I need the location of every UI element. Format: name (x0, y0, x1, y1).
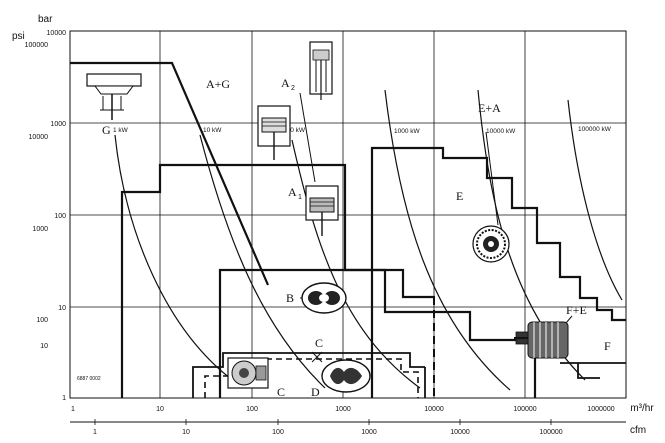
zone-label-a1: A (288, 185, 297, 199)
power-label-1000kw: 1000 kW (394, 128, 421, 135)
zone-label-a2-sub: 2 (291, 85, 295, 92)
xtick-bottom-1: 10 (182, 429, 190, 436)
figure-code: 6887 0002 (77, 376, 101, 382)
power-curve-10kw (199, 134, 326, 389)
reciprocating-cylinder-tall-icon (309, 41, 333, 100)
zone-label-a1-sub: 1 (298, 194, 302, 201)
envelope-liquid-ring-outer (192, 352, 425, 398)
ytick-psi-2: 1000 (32, 226, 48, 233)
screw-compressor-icon (321, 359, 371, 393)
zone-label-a-plus-g: A+G (206, 77, 230, 91)
roots-blower-icon (301, 282, 347, 314)
axial-compressor-icon (86, 73, 142, 120)
xtick-bottom-3: 1000 (361, 429, 377, 436)
ytick-bar-2: 100 (54, 213, 66, 220)
pointer-ea (485, 131, 499, 226)
ytick-bar-0: 10000 (47, 30, 67, 37)
power-curve-100000kw (567, 99, 623, 301)
xtick-bottom-5: 100000 (539, 429, 562, 436)
ytick-psi-3: 100 (36, 317, 48, 324)
zone-label-f-plus-e: F+E (566, 303, 587, 317)
envelope-centrifugal (370, 146, 626, 398)
xtick-top-0: 1 (71, 406, 75, 413)
liquid-ring-icon (227, 357, 269, 389)
horizontal-gridlines (70, 122, 626, 308)
y-unit-psi: psi (12, 31, 25, 42)
envelope-reciprocating-highpressure (70, 61, 270, 286)
cross-mark (311, 351, 323, 363)
power-curve-1kw (114, 134, 236, 383)
ytick-bar-3: 10 (58, 305, 66, 312)
pointer-a2 (299, 92, 316, 183)
xtick-bottom-4: 10000 (450, 429, 470, 436)
power-label-100kw: 100 kW (283, 127, 306, 134)
xtick-bottom-0: 1 (93, 429, 97, 436)
x-unit-cfm: cfm (630, 425, 646, 436)
ytick-bar-1: 1000 (50, 121, 66, 128)
power-label-10000kw: 10000 kW (486, 128, 516, 135)
zone-label-e-plus-a: E+A (478, 101, 501, 115)
zone-label-c-lower: C (277, 385, 285, 399)
zone-label-d: D (311, 385, 320, 399)
centrifugal-impeller-icon (472, 225, 510, 263)
iso-power-curves (114, 89, 623, 391)
power-label-100000kw: 100000 kW (578, 126, 612, 133)
power-label-1kw: 1 kW (113, 127, 129, 134)
xtick-top-3: 1000 (335, 406, 351, 413)
zone-label-c-upper: C (315, 336, 323, 350)
zone-label-g: G (102, 123, 111, 137)
x-unit-m3hr: m³/hr (630, 403, 654, 414)
xtick-top-1: 10 (156, 406, 164, 413)
zone-label-a2: A (281, 76, 290, 90)
xtick-top-6: 1000000 (587, 406, 614, 413)
xtick-top-2: 100 (246, 406, 258, 413)
reciprocating-cylinder-icon (257, 105, 291, 160)
envelope-axial-step (577, 363, 600, 379)
xtick-bottom-2: 100 (272, 429, 284, 436)
power-curve-100kw (291, 139, 421, 389)
ytick-psi-0: 100000 (25, 42, 48, 49)
xtick-top-4: 10000 (424, 406, 444, 413)
piston-cylinder-icon (305, 185, 339, 236)
xtick-top-5: 100000 (513, 406, 536, 413)
y-unit-bar: bar (38, 14, 53, 25)
ytick-psi-4: 10 (40, 343, 48, 350)
zone-label-f: F (604, 339, 611, 353)
multistage-centrifugal-icon (514, 321, 569, 359)
axis-cfm-ticks (94, 419, 552, 425)
power-label-10kw: 10 kW (203, 127, 222, 134)
zone-label-e: E (456, 189, 463, 203)
zone-label-b: B (286, 291, 294, 305)
envelope-liquid-ring-inner (204, 358, 419, 398)
ytick-bar-4: 1 (62, 395, 66, 402)
ytick-psi-1: 10000 (29, 134, 49, 141)
power-curve-1000kw (384, 89, 511, 391)
envelope-reciprocating (120, 163, 435, 398)
